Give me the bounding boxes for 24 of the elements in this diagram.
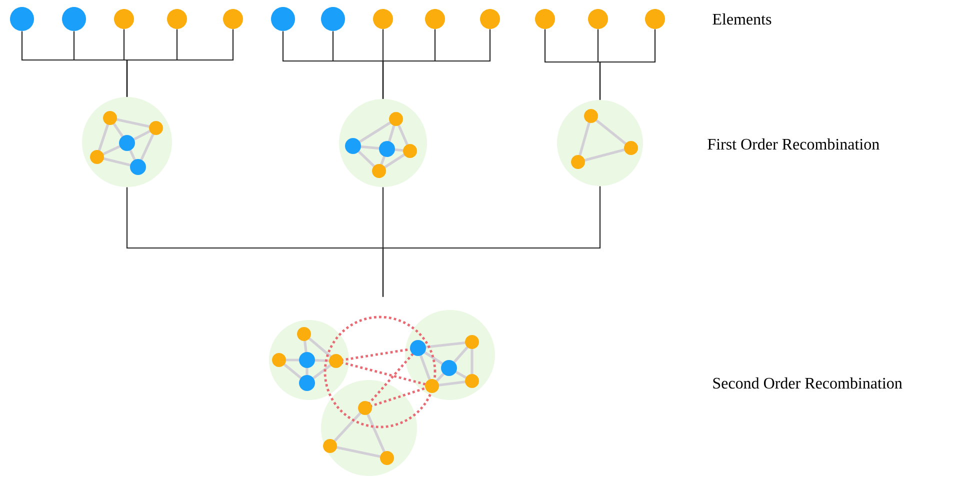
merged-network-drawing (269, 310, 495, 476)
element-dot (645, 9, 665, 29)
connector-line (126, 29, 234, 97)
row-label: First Order Recombination (708, 138, 880, 150)
element-dot (223, 9, 243, 29)
element-dot (62, 7, 86, 31)
element-dot (535, 9, 555, 29)
element-dot (321, 7, 345, 31)
element-dot (10, 7, 34, 31)
network-cluster (339, 99, 427, 187)
network-cluster (82, 97, 172, 187)
row-label: Elements (712, 13, 772, 25)
element-dot (271, 7, 295, 31)
element-dot (373, 9, 393, 29)
connector-line (599, 29, 656, 100)
row-label: Second Order Recombination (713, 377, 902, 389)
element-dot (114, 9, 134, 29)
element-dot (480, 9, 500, 29)
network-cluster (557, 100, 643, 186)
connector-line (382, 186, 601, 297)
element-dot (425, 9, 445, 29)
element-dot (588, 9, 608, 29)
element-dot (167, 9, 187, 29)
connector-line (382, 29, 491, 99)
